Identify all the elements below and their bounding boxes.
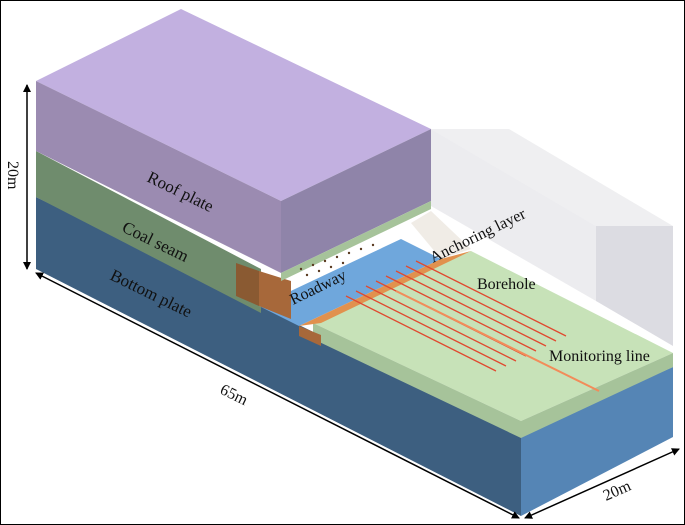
length-dimension-arrow: [35, 272, 520, 519]
monitoring-line-label: Monitoring line: [549, 348, 650, 365]
roof-plate-front: [36, 81, 281, 273]
height-dimension-label: 20m: [4, 161, 21, 190]
anchoring-layer-upper: [411, 211, 471, 259]
roof-plate-top: [36, 9, 431, 201]
transparent-box-side: [596, 226, 673, 346]
length-dimension-label: 65m: [217, 381, 251, 409]
roof-plate-side: [281, 129, 431, 273]
anchor-bolt-dots: [299, 243, 375, 277]
borehole-label: Borehole: [477, 276, 536, 293]
transparent-box-top: [431, 129, 673, 226]
coal-seam-front: [36, 151, 261, 313]
floor-side-band: [521, 353, 673, 438]
transparent-box-front: [431, 129, 596, 301]
roof-underside-band: [281, 201, 431, 281]
width-dimension-arrow: [524, 448, 680, 519]
